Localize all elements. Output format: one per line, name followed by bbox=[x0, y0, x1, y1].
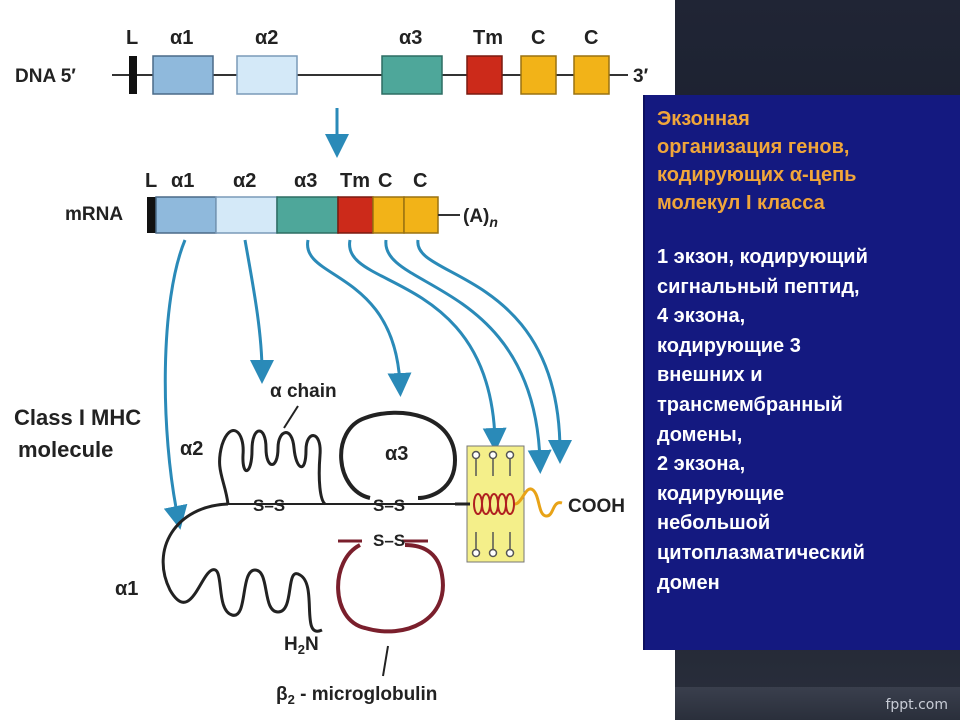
mrna-exon-label-alpha3: α3 bbox=[294, 170, 317, 192]
panel-body-line: кодирующие bbox=[657, 482, 785, 505]
mrna-exon-label-c1: C bbox=[378, 170, 392, 192]
description-panel: Экзонная организация генов, кодирующих α… bbox=[645, 95, 960, 650]
mrna-exon-label-c2: C bbox=[413, 170, 427, 192]
arrow-c2 bbox=[416, 239, 572, 464]
panel-body-line: домены, bbox=[657, 423, 743, 446]
dna-exon-label-tm: Tm bbox=[473, 27, 503, 49]
dna-exon-alpha1 bbox=[152, 55, 214, 95]
panel-body-line: сигнальный пептид, bbox=[657, 275, 860, 298]
panel-body-line: 2 экзона, bbox=[657, 453, 746, 476]
dna-label: DNA 5′ bbox=[15, 66, 76, 87]
mrna-exon-tm bbox=[337, 196, 374, 234]
panel-body-line: внешних и bbox=[657, 364, 763, 387]
panel-title-line: Экзонная bbox=[657, 108, 750, 130]
dna-exon-alpha3 bbox=[381, 55, 443, 95]
dna-exon-label-alpha2: α2 bbox=[255, 27, 278, 49]
beta2-disulfide-label: S–S bbox=[373, 531, 405, 550]
panel-body-line: цитоплазматический bbox=[657, 541, 865, 564]
panel-title-line: кодирующих α-цепь bbox=[657, 164, 857, 186]
arrow-alpha3 bbox=[306, 239, 412, 397]
arrow-tm bbox=[348, 239, 507, 452]
dna-exon-label-c2: C bbox=[584, 27, 598, 49]
alpha2-label: α2 bbox=[180, 438, 203, 460]
footer-strip bbox=[675, 687, 960, 720]
panel-body-line: 4 экзона, bbox=[657, 305, 746, 328]
molecule-title-line2: molecule bbox=[18, 437, 113, 462]
mrna-exon-label-alpha2: α2 bbox=[233, 170, 256, 192]
panel-body-line: домен bbox=[657, 571, 720, 594]
alpha2-disulfide-label: S–S bbox=[253, 496, 285, 515]
h2n-label: H2N bbox=[284, 634, 319, 657]
dna-exon-label-alpha1: α1 bbox=[170, 27, 193, 49]
dna-exon-label-c1: C bbox=[531, 27, 545, 49]
panel-body-line: 1 экзон, кодирующий bbox=[657, 246, 868, 268]
alpha1-domain bbox=[161, 502, 323, 633]
alpha-chain-label: α chain bbox=[270, 381, 337, 402]
arrow-c1 bbox=[384, 239, 552, 474]
dna-exon-c2 bbox=[573, 55, 610, 95]
cytoplasmic-tail bbox=[514, 487, 563, 518]
panel-body: 1 экзон, кодирующий сигнальный пептид, 4… bbox=[657, 243, 952, 598]
mrna-exon-alpha2 bbox=[215, 196, 278, 234]
alpha3-label: α3 bbox=[385, 443, 408, 465]
alpha3-domain bbox=[339, 410, 458, 500]
panel-body-line: трансмембранный bbox=[657, 393, 843, 416]
mrna-exon-label-l: L bbox=[145, 170, 157, 192]
alpha3-disulfide-label: S–S bbox=[373, 496, 405, 515]
beta2-pointer bbox=[382, 645, 389, 677]
mrna-exon-alpha3 bbox=[276, 196, 339, 234]
dna-exon-alpha2 bbox=[236, 55, 298, 95]
fppt-brand: fppt.com bbox=[885, 697, 948, 713]
beta2-microglobulin-domain bbox=[336, 543, 445, 634]
beta2-label: β2 - microglobulin bbox=[276, 684, 437, 707]
dna-exon-label-l: L bbox=[126, 27, 138, 49]
panel-title: Экзонная организация генов, кодирующих α… bbox=[657, 105, 952, 217]
mrna-exon-label-alpha1: α1 bbox=[171, 170, 194, 192]
panel-title-line: молекул I класса bbox=[657, 192, 825, 214]
alpha1-label: α1 bbox=[115, 578, 138, 600]
arrow-alpha1 bbox=[163, 239, 188, 530]
panel-body-line: небольшой bbox=[657, 512, 771, 535]
cooh-label: COOH bbox=[568, 496, 625, 517]
dna-exon-c1 bbox=[520, 55, 557, 95]
mrna-exon-c2 bbox=[403, 196, 439, 234]
dna-end-label: 3′ bbox=[633, 66, 649, 87]
arrow-alpha2 bbox=[243, 239, 274, 384]
transmembrane-helix bbox=[455, 493, 515, 515]
mrna-tail-label: (A)n bbox=[463, 206, 498, 230]
membrane-lipid-heads bbox=[471, 450, 515, 558]
mrna-exon-l bbox=[147, 197, 156, 233]
panel-title-line: организация генов, bbox=[657, 136, 850, 158]
alpha-chain-pointer bbox=[283, 405, 299, 429]
panel-body-line: кодирующие 3 bbox=[657, 334, 801, 357]
dna-exon-l bbox=[129, 56, 137, 94]
mrna-exon-c1 bbox=[372, 196, 405, 234]
dna-exon-tm bbox=[466, 55, 503, 95]
mrna-label: mRNA bbox=[65, 204, 123, 225]
mrna-exon-alpha1 bbox=[155, 196, 217, 234]
molecule-title-line1: Class I MHC bbox=[14, 405, 141, 430]
dna-exon-label-alpha3: α3 bbox=[399, 27, 422, 49]
alpha2-domain bbox=[218, 429, 327, 506]
mhc-gene-diagram: DNA 5′ 3′ L α1 α2 α3 Tm C C mRNA (A)n L … bbox=[14, 27, 649, 707]
mrna-exon-label-tm: Tm bbox=[340, 170, 370, 192]
exon-mapping-arrows bbox=[163, 239, 572, 530]
